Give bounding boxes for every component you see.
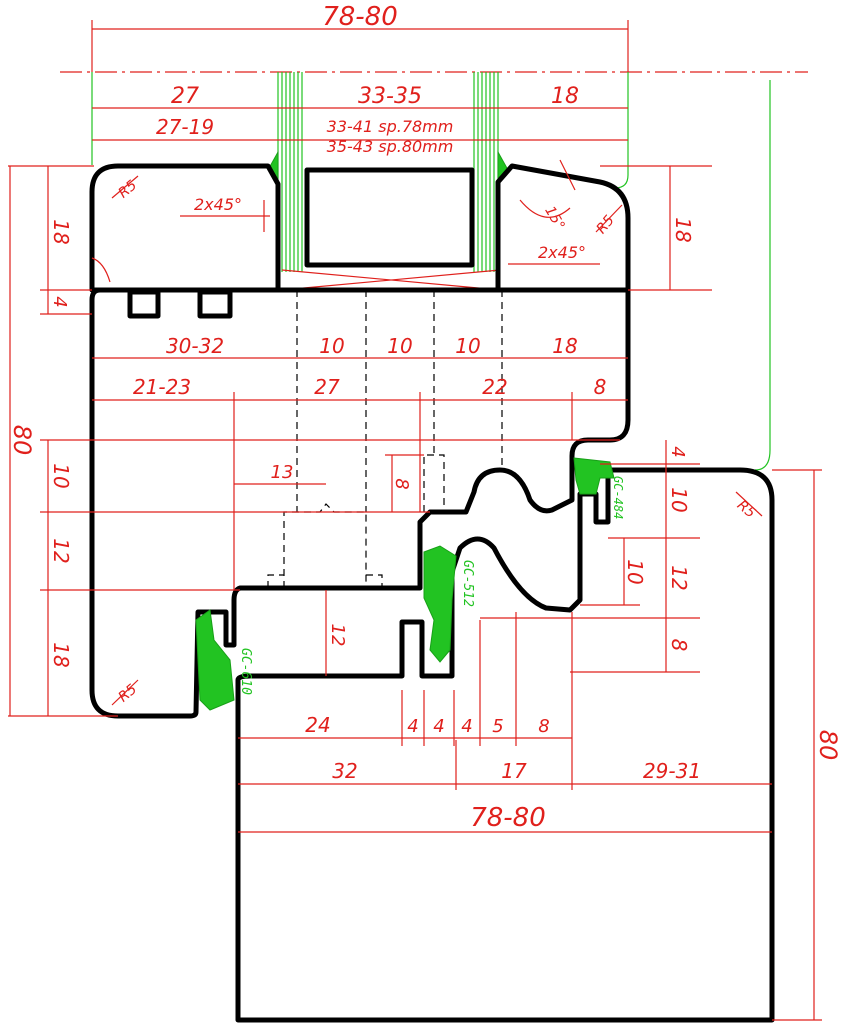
dim-row2: 21-23 27 22 8 [92, 375, 628, 590]
dim-row1-b: 10 [319, 334, 344, 358]
dim-row1-c: 10 [387, 334, 412, 358]
dim-row2-b: 27 [314, 375, 340, 399]
dim-row2-c: 22 [482, 375, 507, 399]
dim-right-18: 18 [671, 217, 695, 242]
radius-bead-right: R5 [594, 212, 618, 237]
dim-mid-12: 12 [327, 624, 348, 647]
dim-frame-r-8: 8 [667, 639, 691, 652]
gasket-middle-label: GC-512 [460, 560, 475, 607]
dim-left-10: 10 [49, 463, 73, 488]
dim-glass-spec-2: 35-43 sp.80mm [327, 137, 454, 156]
dim-left-4: 4 [49, 296, 70, 307]
dim-bottom2-a: 32 [332, 759, 357, 783]
chamfer-left: 2x45° [194, 195, 242, 214]
dim-row2-d: 8 [594, 375, 607, 399]
radius-bead-left: R5 [116, 177, 141, 201]
dim-frame-r-12: 12 [667, 565, 691, 590]
dim-left-18b: 18 [49, 642, 73, 667]
dim-mid-13: 13 [271, 462, 294, 483]
dim-bottom1-b: 4 [407, 716, 418, 737]
dim-frame-r-4: 4 [667, 446, 688, 457]
dim-right-bead: 18 [600, 165, 712, 291]
dim-bottom1-d: 4 [461, 716, 472, 737]
dim-row1: 30-32 10 10 10 18 [92, 334, 628, 359]
chamfer-right: 2x45° [538, 243, 586, 262]
dim-frame-r-10b: 10 [623, 559, 647, 584]
gasket-sash-label: GC-610 [238, 648, 253, 695]
spacer-cross [281, 269, 501, 291]
dim-left-18: 18 [49, 219, 73, 244]
gasket-sash [195, 609, 235, 711]
glazing-bead-right [495, 163, 631, 293]
dim-bottom-overall: 78-80 [238, 803, 772, 833]
dim-middle: 13 8 12 [234, 454, 424, 676]
dim-row1-e: 18 [552, 334, 577, 358]
dim-left: 80 18 4 10 12 18 [8, 165, 620, 717]
dim-top-row: 27 27-19 33-35 33-41 sp.78mm 35-43 sp.80… [92, 84, 628, 156]
dim-row1-d: 10 [455, 334, 480, 358]
dim-bottom2-c: 29-31 [643, 759, 701, 783]
dim-top-overall-label: 78-80 [322, 2, 398, 32]
dim-frame-right: 4 10 12 8 10 80 [480, 440, 842, 1021]
dim-left-80: 80 [8, 425, 36, 456]
sash-cutout-2 [197, 289, 233, 319]
radius-frame-top: R5 [734, 497, 759, 521]
frame-profile [235, 467, 775, 1023]
dim-bottom1-f: 8 [538, 716, 549, 737]
dim-bottom1-e: 5 [492, 716, 503, 737]
dim-top-left: 27 [171, 84, 199, 109]
dim-bottom1-a: 24 [305, 713, 330, 737]
dim-top-overall: 78-80 [91, 2, 629, 72]
sash-cutout-1 [127, 289, 161, 319]
gasket-frame-label: GC-484 [611, 476, 625, 519]
dim-row2-a: 21-23 [133, 375, 191, 399]
dim-frame-r-80: 80 [814, 730, 842, 761]
angle-label: 15° [541, 204, 567, 234]
dim-bottom-row1: 24 4 4 4 5 8 [238, 612, 573, 790]
glazing-bead-left [89, 163, 281, 293]
bead-left-notch [91, 257, 111, 283]
dim-top-right: 18 [551, 84, 579, 109]
dim-bottom1-c: 4 [433, 716, 444, 737]
dim-bottom-row2: 32 17 29-31 [238, 740, 772, 790]
dim-top-left-alt: 27-19 [156, 115, 214, 139]
radius-sash-bottom: R5 [116, 681, 141, 705]
dim-left-12: 12 [49, 538, 73, 563]
dim-bottom2-b: 17 [501, 759, 527, 783]
chamfer-annotations: 2x45° 2x45° 15° [180, 159, 600, 265]
dim-bottom-overall-label: 78-80 [470, 803, 546, 833]
dim-glass-spec-1: 33-41 sp.78mm [327, 117, 454, 136]
dim-frame-r-10: 10 [667, 487, 691, 512]
dim-mid-8: 8 [391, 478, 412, 489]
glass-spacer [304, 167, 475, 268]
dim-row1-a: 30-32 [166, 334, 224, 358]
dim-glass: 33-35 [358, 84, 422, 109]
sash-profile [89, 287, 631, 719]
gasket-frame [573, 457, 615, 495]
gasket-middle [423, 545, 457, 663]
